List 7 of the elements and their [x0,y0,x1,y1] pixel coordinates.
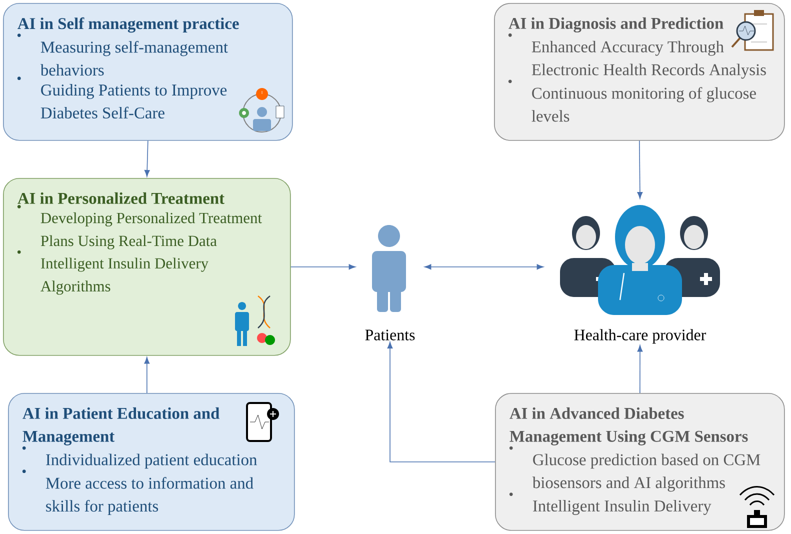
info-box: AI in Diagnosis and Prediction Enhanced Accuracy Through Electronic Health Records Analysis Continuous monitoring of glucose levels [494,3,785,141]
provider-label: Health-care provider [574,329,706,344]
info-box: AI in Personalized Treatment Developing Personalized Treatment Plans Using Real-Time Data Intelligent Insulin Delivery Algorithms [3,178,291,356]
info-box: AI in Patient Education and Management Individualized patient education More access to information and skills for patients [8,393,295,531]
info-box: AI in Self management practice Measuring self-management behaviors Guiding Patients to Improve Diabetes Self-Care [3,3,293,141]
info-box: AI in Advanced Diabetes Management Using CGM Sensors Glucose prediction based on CGM biosensors and AI algorithms Intelligent Insulin Delivery [495,393,785,531]
patients-label: Patients [365,330,415,340]
